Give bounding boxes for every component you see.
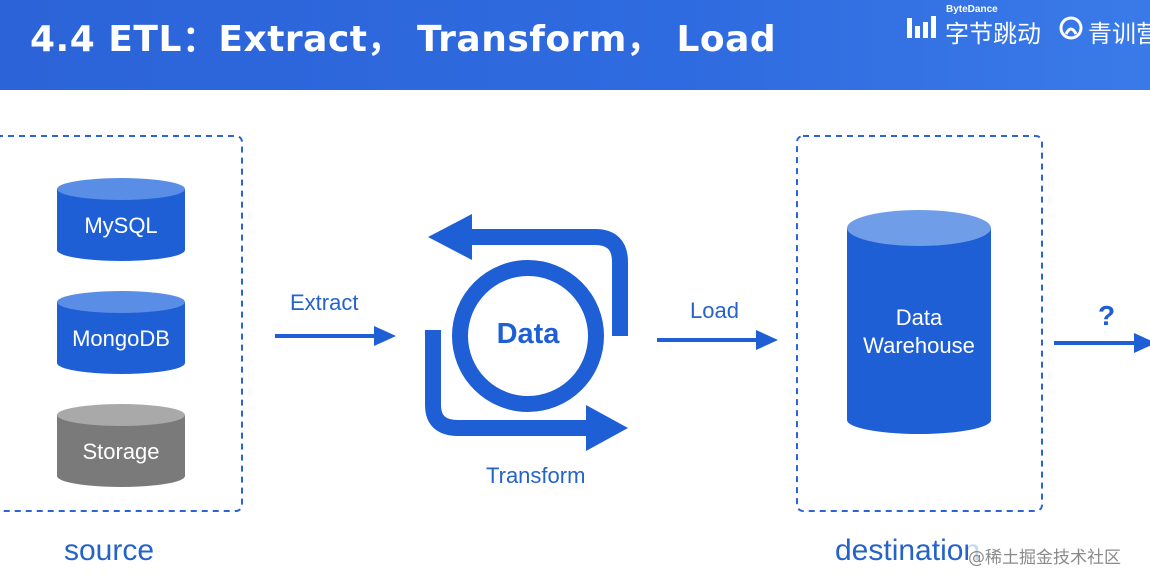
extract-arrow — [275, 326, 396, 346]
bytedance-label: 字节跳动 — [945, 20, 1041, 48]
warehouse-label-line1: Data — [895, 305, 943, 330]
storage-cylinder — [57, 404, 185, 487]
mongodb-label: MongoDB — [72, 326, 170, 351]
storage-label: Storage — [82, 439, 160, 464]
mongodb-cylinder — [57, 291, 185, 374]
bytedance-sub-label: ByteDance — [946, 4, 998, 15]
transform-label: Transform — [486, 463, 586, 488]
destination-caption: destination — [835, 534, 981, 567]
bytedance-icon — [907, 16, 936, 38]
qingxun-label: 青训营 — [1088, 20, 1150, 48]
mysql-label: MySQL — [84, 213, 158, 238]
mysql-cylinder — [57, 178, 185, 261]
destination-box — [796, 135, 1043, 512]
extract-label: Extract — [290, 290, 359, 315]
source-box — [0, 135, 243, 512]
watermark-text: @稀土掘金技术社区 — [968, 543, 1121, 568]
load-label: Load — [690, 298, 739, 323]
source-caption: source — [64, 534, 155, 567]
load-arrow — [657, 330, 778, 350]
next-label: ? — [1098, 300, 1116, 331]
data-center-label: Data — [496, 318, 560, 350]
header-banner: 4.4 ETL：Extract， Transform， Load ByteDan… — [0, 0, 1150, 90]
warehouse-label-line2: Warehouse — [863, 333, 975, 358]
data-warehouse-cylinder — [847, 210, 991, 434]
next-arrow — [1054, 333, 1150, 353]
qingxun-icon — [1059, 16, 1083, 40]
data-cycle — [425, 214, 628, 451]
slide-title: 4.4 ETL：Extract， Transform， Load — [30, 19, 777, 60]
